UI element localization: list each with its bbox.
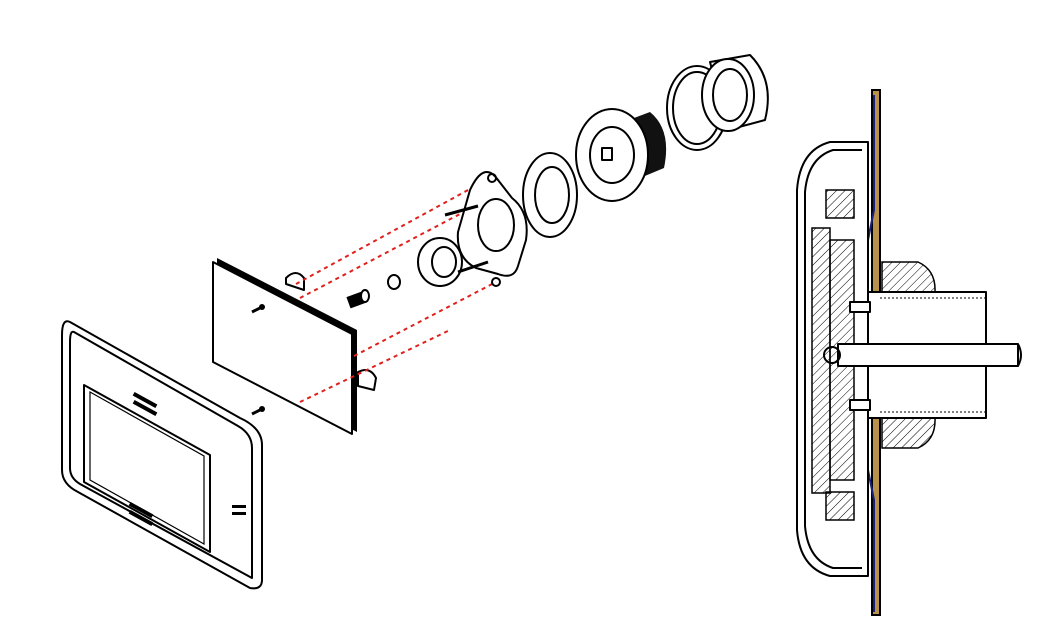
screw-bottom: [251, 406, 265, 416]
alignment-guides: [295, 177, 497, 403]
cross-section-view: [796, 89, 1022, 616]
pipe-flange: [575, 108, 667, 202]
mounting-tab-top: [285, 272, 305, 291]
mounting-bracket: [444, 171, 528, 287]
front-bezel: [61, 320, 263, 590]
screen-window: [83, 384, 211, 553]
display-plate: [212, 258, 377, 435]
cable: [837, 343, 1019, 367]
screw-top: [251, 304, 265, 314]
mounting-tab-bottom: [357, 369, 377, 391]
rotary-ring: [417, 237, 463, 287]
gasket: [522, 152, 578, 238]
knob-shaft: [346, 289, 370, 309]
threaded-nut: [701, 54, 769, 132]
nut: [387, 274, 401, 290]
bezel-slot-bottom: [128, 501, 154, 527]
bezel-slot-top: [132, 391, 158, 417]
